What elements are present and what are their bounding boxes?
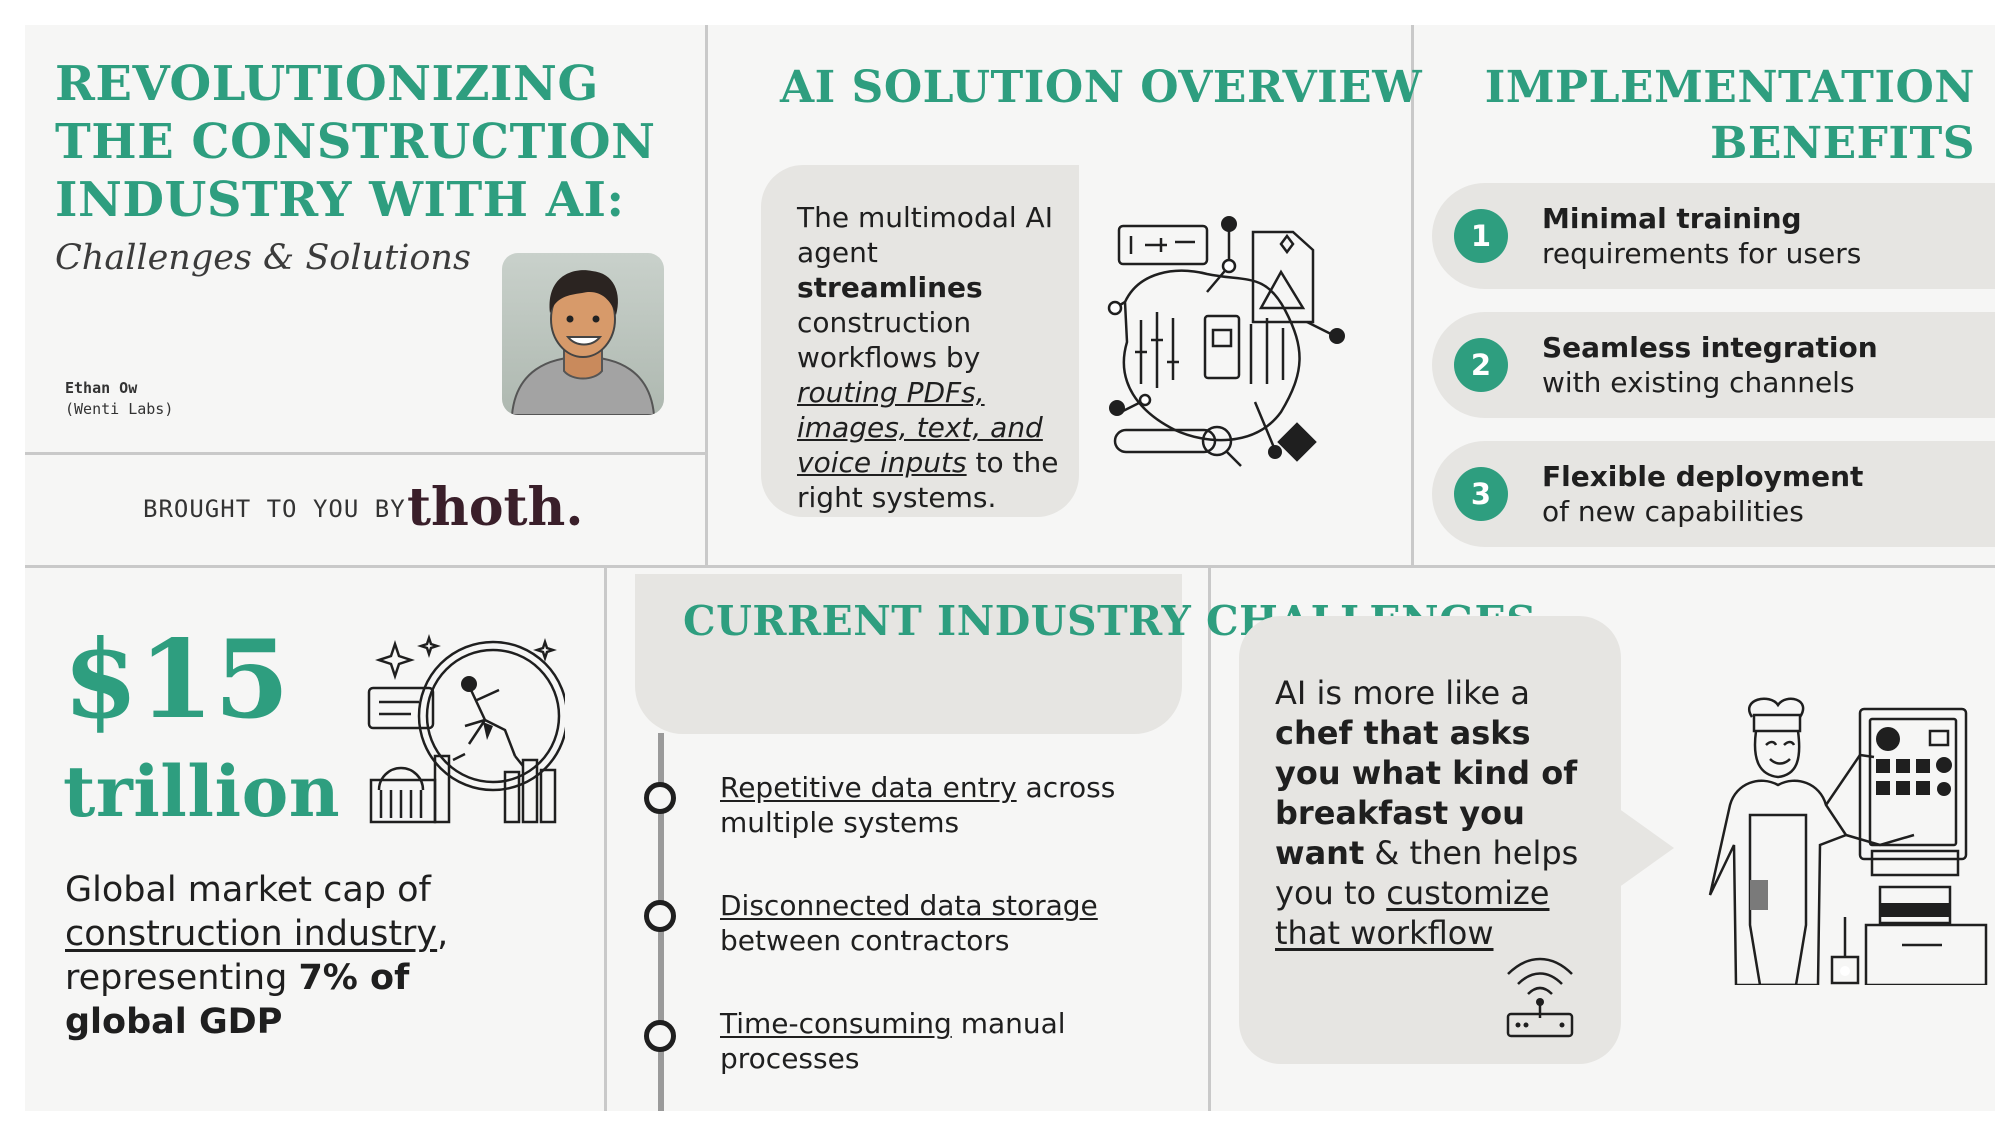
challenges-card [635, 574, 1182, 734]
author-name: Ethan Ow [65, 379, 138, 397]
challenge-link-1[interactable]: Repetitive data entry [720, 771, 1017, 804]
divider-v1 [705, 25, 708, 567]
timeline-dot-1 [644, 782, 676, 814]
chef-analogy-text: AI is more like a chef that asks you wha… [1275, 674, 1579, 952]
challenge-link-3[interactable]: Time-consuming [720, 1007, 952, 1040]
divider-h-middle [25, 565, 1995, 568]
overview-bubble [761, 165, 1079, 517]
divider-v4 [1208, 565, 1211, 1111]
author-info: Ethan Ow (Wenti Labs) [65, 378, 173, 420]
challenge-link-2[interactable]: Disconnected data storage [720, 889, 1098, 922]
author-avatar [502, 253, 664, 415]
chef-speech-bubble [1239, 616, 1621, 1064]
chef-machine-illustration [1708, 697, 1988, 985]
divider-v3 [604, 565, 607, 1111]
subtitle: Challenges & Solutions [55, 238, 471, 278]
timeline-dot-2 [644, 900, 676, 932]
routing-link[interactable]: routing PDFs, images, text, and voice in… [797, 376, 1043, 479]
market-description: Global market cap of construction indust… [65, 870, 449, 1042]
brought-by-label: BROUGHT TO YOU BY [143, 495, 406, 523]
challenge-item-1: Repetitive data entry across multiple sy… [720, 771, 1116, 839]
author-org: (Wenti Labs) [65, 400, 174, 418]
construction-industry-link[interactable]: construction industry [65, 914, 438, 954]
divider-v2 [1411, 25, 1414, 567]
benefit-number-3: 3 [1454, 467, 1508, 521]
speech-bubble-tail [1618, 808, 1674, 888]
routing-network-illustration [1107, 216, 1345, 467]
challenge-item-2: Disconnected data storage between contra… [720, 889, 1098, 957]
avatar-portrait-icon [510, 270, 656, 415]
benefit-number-1: 1 [1454, 209, 1508, 263]
challenge-item-3: Time-consuming manual processes [720, 1007, 1066, 1075]
customize-workflow-link[interactable]: customize that workflow [1275, 874, 1550, 952]
main-title: REVOLUTIONIZING THE CONSTRUCTION INDUSTR… [55, 56, 656, 228]
growth-city-illustration [367, 634, 565, 824]
wifi-router-icon [1506, 957, 1574, 1038]
thoth-logo[interactable]: thoth. [407, 477, 584, 538]
timeline-dot-3 [644, 1020, 676, 1052]
benefits-title: IMPLEMENTATION BENEFITS [1484, 62, 1975, 169]
divider-h-top-left [25, 452, 707, 455]
overview-text: The multimodal AI agent streamlines cons… [797, 201, 1059, 514]
market-unit: trillion [63, 750, 341, 833]
benefit-number-2: 2 [1454, 338, 1508, 392]
market-amount: $15 [63, 617, 290, 743]
overview-title: AI SOLUTION OVERVIEW [780, 62, 1423, 113]
